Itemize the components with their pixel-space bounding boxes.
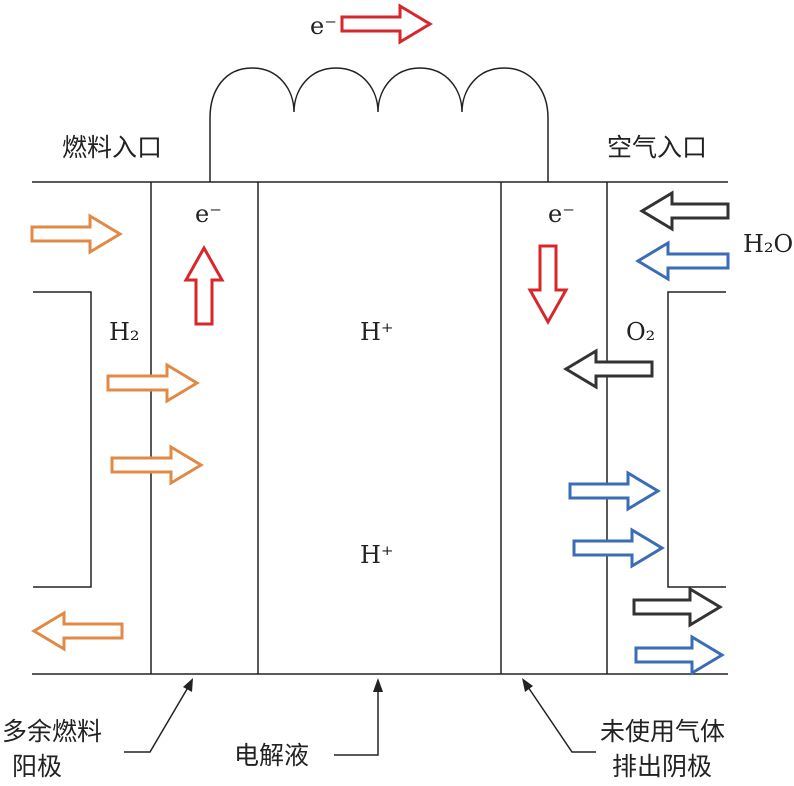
external-circuit-coil xyxy=(209,67,549,182)
water-flow-arrow-1 xyxy=(568,470,661,512)
cathode-leader-arrowhead xyxy=(522,678,533,692)
proton-upper-label: H⁺ xyxy=(360,318,394,346)
proton-lower-label: H⁺ xyxy=(360,541,394,569)
cathode-exhaust-label: 排出阴极 xyxy=(612,752,712,781)
electrolyte-leader-arrowhead xyxy=(373,678,383,692)
electron-flow-arrow-top xyxy=(340,3,433,45)
anode-label: 阳极 xyxy=(12,752,62,781)
water-arrow-top xyxy=(635,240,730,282)
unused-gas-exhaust-arrow xyxy=(632,586,723,628)
fuel-channel xyxy=(33,291,92,588)
cathode-leader-line xyxy=(525,683,596,753)
electron-cathode-label: e⁻ xyxy=(548,200,575,228)
excess-fuel-label: 多余燃料 xyxy=(2,717,102,746)
air-inlet-label: 空气入口 xyxy=(607,133,707,162)
electron-flow-arrow-cathode xyxy=(527,244,569,326)
oxygen-label: O₂ xyxy=(626,318,655,346)
anode-leader-line xyxy=(124,683,191,753)
air-channel xyxy=(667,291,726,588)
flow-arrows xyxy=(30,3,730,676)
hydrogen-flow-arrow-1 xyxy=(106,362,200,404)
electron-flow-arrow-anode xyxy=(183,244,225,326)
fuel-inlet-label: 燃料入口 xyxy=(62,133,162,162)
air-inlet-arrow xyxy=(639,190,730,232)
excess-fuel-arrow xyxy=(31,610,124,652)
hydrogen-flow-arrow-2 xyxy=(110,444,204,486)
oxygen-flow-arrow xyxy=(563,348,654,390)
electrolyte-label: 电解液 xyxy=(234,741,309,770)
hydrogen-label: H₂ xyxy=(109,318,140,346)
electrolyte-leader-line xyxy=(334,684,379,756)
water-exhaust-arrow xyxy=(634,634,725,676)
water-label: H₂O xyxy=(743,230,793,258)
electron-anode-label: e⁻ xyxy=(195,200,222,228)
unused-gas-label: 未使用气体 xyxy=(600,717,725,746)
water-flow-arrow-2 xyxy=(572,527,665,569)
anode-leader-arrowhead xyxy=(183,678,193,692)
electron-top-label: e⁻ xyxy=(310,12,337,40)
fuel-inlet-arrow xyxy=(30,213,123,255)
